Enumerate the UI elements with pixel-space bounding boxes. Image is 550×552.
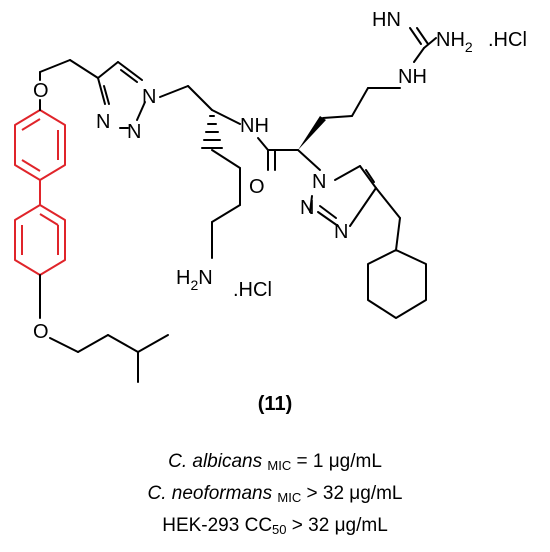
- subscript-3: 50: [272, 522, 287, 537]
- atom-nh-amide: NH: [240, 115, 269, 137]
- atom-n3-right: N: [334, 221, 348, 243]
- atom-n1-left: N: [142, 86, 156, 108]
- organism-1: C. albicans: [168, 451, 263, 472]
- value-2: > 32 μg/mL: [301, 483, 403, 504]
- atom-nh-guanidine: NH: [398, 66, 427, 88]
- hcl-salt-bottom: .HCl: [233, 279, 272, 301]
- atom-n2-right: N: [300, 197, 314, 219]
- hcl-salt-top: .HCl: [488, 29, 527, 51]
- subscript-1: MIC: [267, 458, 292, 473]
- organism-2: C. neoformans: [147, 483, 273, 504]
- value-1: = 1 μg/mL: [291, 451, 382, 472]
- compound-label: (11): [257, 393, 293, 415]
- subscript-2: MIC: [277, 490, 302, 505]
- bold-wedge-arginine: [298, 116, 326, 150]
- atom-o-amide: O: [249, 176, 265, 198]
- value-3: > 32 μg/mL: [286, 515, 388, 536]
- cell-line-3: HEK-293 CC: [162, 515, 273, 536]
- activity-line-1: C. albicans MIC = 1 μg/mL: [0, 451, 550, 473]
- biphenyl-ring-bottom: [14, 204, 66, 276]
- atom-nh2-guanidine: NH2: [436, 29, 473, 55]
- atom-n2-left: N: [127, 121, 141, 143]
- activity-line-2: C. neoformans MIC > 32 μg/mL: [0, 483, 550, 505]
- hashed-wedge-lysine: [201, 115, 223, 149]
- atom-n3-left: N: [96, 111, 110, 133]
- activity-line-3: HEK-293 CC50 > 32 μg/mL: [0, 515, 550, 537]
- triazole-right: [309, 165, 377, 227]
- atom-hn-imine: HN: [372, 9, 401, 31]
- atom-n1-right: N: [312, 171, 326, 193]
- atom-o-top: O: [33, 80, 49, 102]
- triazole-left: [97, 61, 146, 129]
- atom-o-bottom: O: [33, 321, 49, 343]
- cyclohexane-ring: [367, 249, 427, 319]
- atom-h2n: H2N: [176, 267, 213, 293]
- biphenyl-ring-top: [14, 109, 66, 181]
